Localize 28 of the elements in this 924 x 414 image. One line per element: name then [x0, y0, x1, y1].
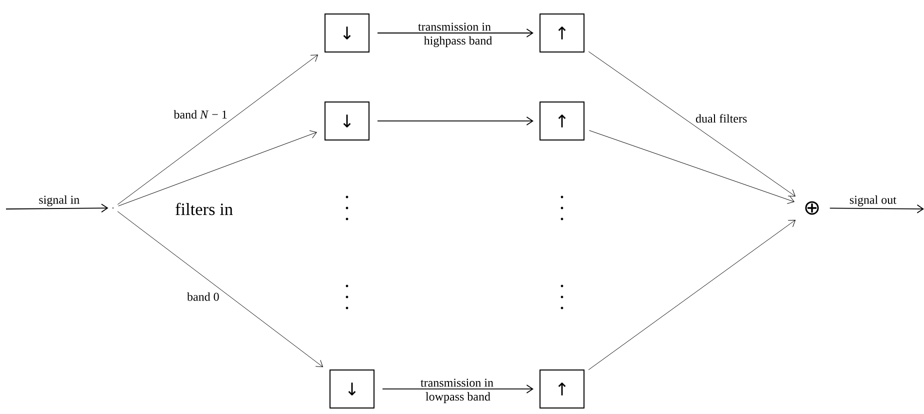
- band-label: highpass band: [424, 36, 492, 48]
- arrow: [6, 204, 108, 213]
- edge-label: band 0: [187, 292, 219, 301]
- arrow: [829, 204, 924, 214]
- band-label: lowpass band: [426, 392, 490, 404]
- edge-label: dual filters: [696, 114, 747, 123]
- resampler-box: ↓: [324, 14, 370, 52]
- arrow: [117, 54, 318, 205]
- arrow: [588, 130, 794, 204]
- edge-label: band N − 1: [174, 110, 227, 119]
- resampler-box: ↓: [330, 369, 374, 408]
- arrow: [588, 51, 796, 196]
- arrow: [382, 384, 534, 394]
- edge-label: signal out: [850, 195, 896, 206]
- resampler-box: ↑: [540, 369, 584, 408]
- arrow: [118, 130, 317, 206]
- section-label: filters in: [176, 202, 233, 216]
- arrow: [588, 220, 796, 370]
- summing-junction: ⊕: [805, 201, 819, 215]
- arrow: [377, 28, 534, 38]
- resampler-box: ↓: [324, 102, 370, 140]
- resampler-box: ↑: [540, 14, 584, 52]
- resampler-box: ↑: [540, 102, 584, 140]
- arrow: [117, 211, 324, 368]
- edge-label: transmission in: [418, 22, 491, 31]
- edge-label: transmission in: [420, 378, 494, 387]
- arrow: [377, 116, 534, 126]
- edge-label: signal in: [39, 195, 80, 206]
